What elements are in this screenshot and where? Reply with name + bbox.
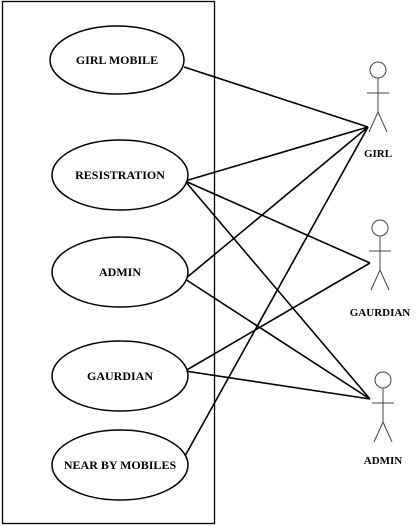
use-case-label: GAURDIAN <box>87 369 153 383</box>
association-line-girl-mobile-to-girl <box>183 66 369 128</box>
use-case-ellipse <box>51 236 189 308</box>
use-case-near-by-mobiles: NEAR BY MOBILES <box>51 429 189 501</box>
use-case-ellipse <box>51 429 189 501</box>
use-case-admin: ADMIN <box>51 236 189 308</box>
use-case-girl-mobile: GIRL MOBILE <box>49 25 185 95</box>
stick-figure-icon <box>367 61 389 133</box>
actor-gaurdian: GAURDIAN <box>350 219 411 319</box>
system-boundary <box>1 0 216 525</box>
use-case-gaurdian: GAURDIAN <box>51 340 189 412</box>
use-case-ellipse <box>51 340 189 412</box>
use-case-label: RESISTRATION <box>75 168 165 182</box>
association-line-admin-to-girl <box>184 126 369 280</box>
stick-figure-icon <box>369 219 391 291</box>
use-case-ellipse <box>51 139 189 211</box>
association-line-gaurdian-to-gaurdian <box>184 262 371 372</box>
actor-label: ADMIN <box>364 455 403 467</box>
use-case-ellipse <box>49 25 185 95</box>
actor-admin: ADMIN <box>364 371 403 467</box>
association-line-near-by-mobiles-to-girl <box>184 126 369 457</box>
association-line-gaurdian-to-admin <box>184 370 371 400</box>
association-lines <box>183 66 371 457</box>
actor-label: GAURDIAN <box>350 307 411 319</box>
use-case-label: ADMIN <box>99 265 141 279</box>
actors: GIRL GAURDIAN ADMIN <box>350 61 411 467</box>
use-cases: GIRL MOBILE RESISTRATION ADMIN GAURDIAN NEAR… <box>49 25 189 501</box>
actor-girl: GIRL <box>364 61 392 160</box>
association-line-admin-to-admin <box>184 278 371 400</box>
actor-label: GIRL <box>364 148 392 160</box>
stick-figure-icon <box>372 371 394 443</box>
association-line-registration-to-gaurdian <box>184 180 371 264</box>
use-case-label: GIRL MOBILE <box>76 53 158 67</box>
use-case-label: NEAR BY MOBILES <box>64 458 177 472</box>
association-line-registration-to-girl <box>184 126 369 182</box>
use-case-registration: RESISTRATION <box>51 139 189 211</box>
